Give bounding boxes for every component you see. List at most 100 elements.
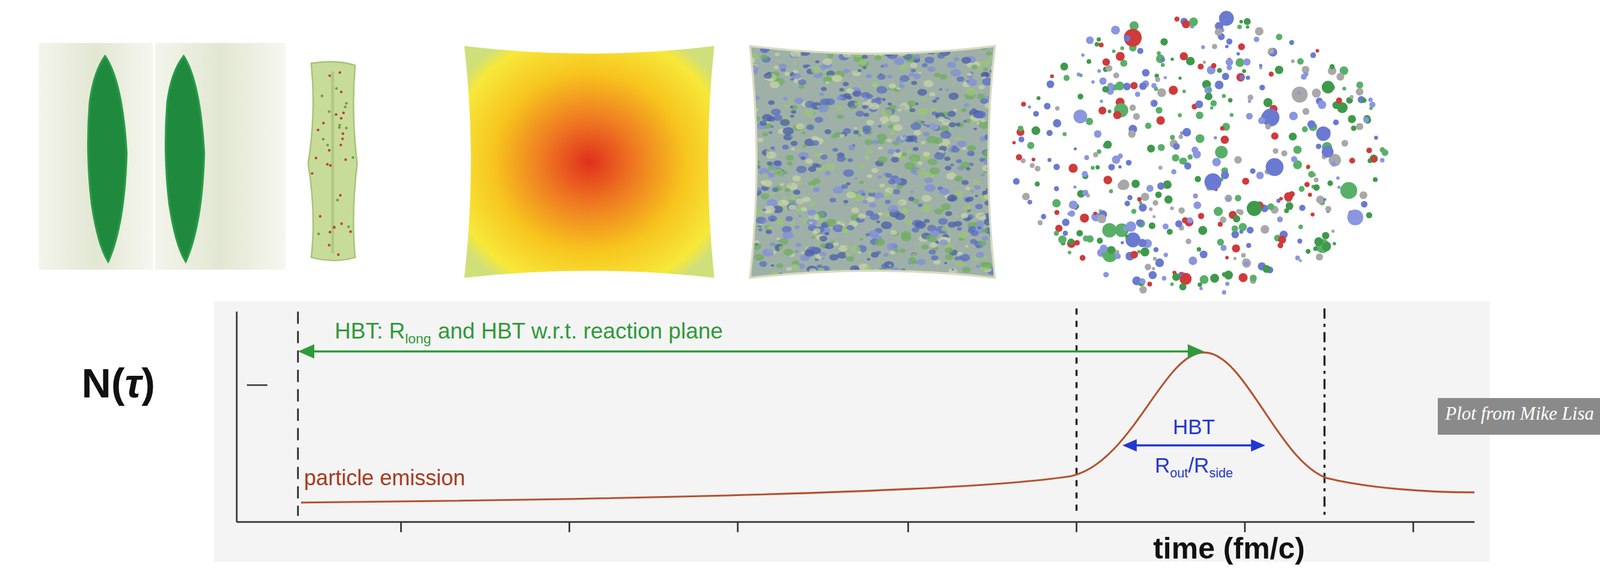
particle [1199, 286, 1203, 291]
gas-blob [891, 156, 900, 163]
particle [1105, 64, 1113, 72]
arrowhead [298, 344, 315, 359]
particle [1145, 122, 1152, 130]
gas-blob [880, 221, 892, 229]
dashed-marker [297, 311, 300, 516]
gas-blob [796, 148, 801, 152]
particle [1162, 223, 1169, 230]
particle [1073, 185, 1077, 189]
gas-blob [943, 261, 947, 265]
gas-blob [859, 237, 864, 241]
gas-blob [985, 51, 993, 56]
particle [1144, 263, 1152, 271]
gas-blob [912, 276, 916, 280]
gas-blob [924, 183, 936, 192]
gas-blob [767, 172, 776, 178]
particle [1125, 232, 1141, 248]
gas-blob [912, 147, 919, 152]
gas-blob [986, 166, 994, 172]
particle [1082, 189, 1089, 196]
gas-blob [954, 220, 963, 227]
particle [1372, 177, 1378, 183]
gas-blob [754, 253, 764, 261]
gas-blob [795, 242, 802, 247]
gas-blob [845, 255, 855, 262]
particle [1189, 17, 1199, 27]
particle [1127, 129, 1136, 138]
gas-blob [818, 92, 824, 97]
gas-blob [900, 135, 907, 140]
gas-blob [770, 146, 776, 150]
hot-spot [338, 126, 341, 129]
gas-blob [775, 52, 780, 57]
particle [1220, 244, 1227, 251]
gas-blob [881, 108, 893, 117]
gas-blob [961, 147, 967, 151]
particle [1336, 176, 1340, 180]
hot-spot [341, 132, 345, 135]
gas-blob [761, 114, 773, 122]
gas-blob [849, 245, 861, 253]
hot-spot [342, 111, 345, 115]
particle [1067, 250, 1072, 255]
gas-blob [910, 68, 917, 73]
gas-blob [778, 63, 788, 70]
gas-blob [874, 192, 884, 199]
particle [1327, 180, 1333, 186]
particle [1053, 230, 1060, 237]
gas-blob [975, 203, 983, 210]
particle [1160, 38, 1168, 46]
gas-blob [918, 71, 922, 74]
gas-blob [800, 207, 807, 212]
particle [1349, 94, 1354, 99]
particle [1028, 105, 1032, 109]
particle [1316, 126, 1331, 141]
gas-blob [829, 46, 834, 50]
particle [1197, 63, 1204, 70]
gas-blob [812, 186, 820, 193]
green-double-arrow [298, 344, 1205, 359]
gas-blob [953, 57, 960, 62]
gas-blob [909, 72, 915, 77]
gas-blob [762, 208, 767, 212]
hot-spot [332, 225, 336, 229]
particle [1298, 185, 1305, 192]
gas-blob [850, 105, 855, 109]
x-tick [400, 521, 402, 532]
gas-blob [790, 140, 798, 146]
gas-blob [790, 109, 797, 114]
gas-blob [788, 204, 797, 211]
particle [1137, 48, 1144, 55]
hot-spot [332, 225, 336, 229]
gas-blob [841, 228, 849, 234]
particle [1022, 192, 1030, 201]
gas-blob [910, 122, 922, 130]
particle [1225, 281, 1230, 286]
particle [1137, 238, 1147, 247]
particle [1161, 275, 1167, 281]
particle [1241, 258, 1251, 268]
particle [1092, 152, 1099, 158]
particle [1207, 87, 1212, 91]
particle [1062, 230, 1069, 237]
gas-blob [806, 218, 818, 226]
particle [1103, 175, 1113, 184]
particle [1125, 234, 1129, 238]
particle [1298, 224, 1304, 229]
gas-blob [748, 131, 755, 136]
particle [1142, 69, 1150, 77]
gas-blob [980, 173, 985, 177]
ground [39, 42, 154, 270]
particle [1214, 80, 1224, 90]
hot-spot [317, 232, 320, 235]
gas-blob [842, 68, 850, 74]
particle [1076, 72, 1081, 77]
gas-blob [922, 151, 931, 157]
gas-blob [877, 146, 883, 151]
gas-blob [767, 215, 777, 222]
particle [1234, 194, 1242, 202]
gas-outline [749, 45, 995, 278]
particle [1307, 192, 1313, 197]
particle [1259, 84, 1265, 91]
particle [1169, 206, 1174, 210]
